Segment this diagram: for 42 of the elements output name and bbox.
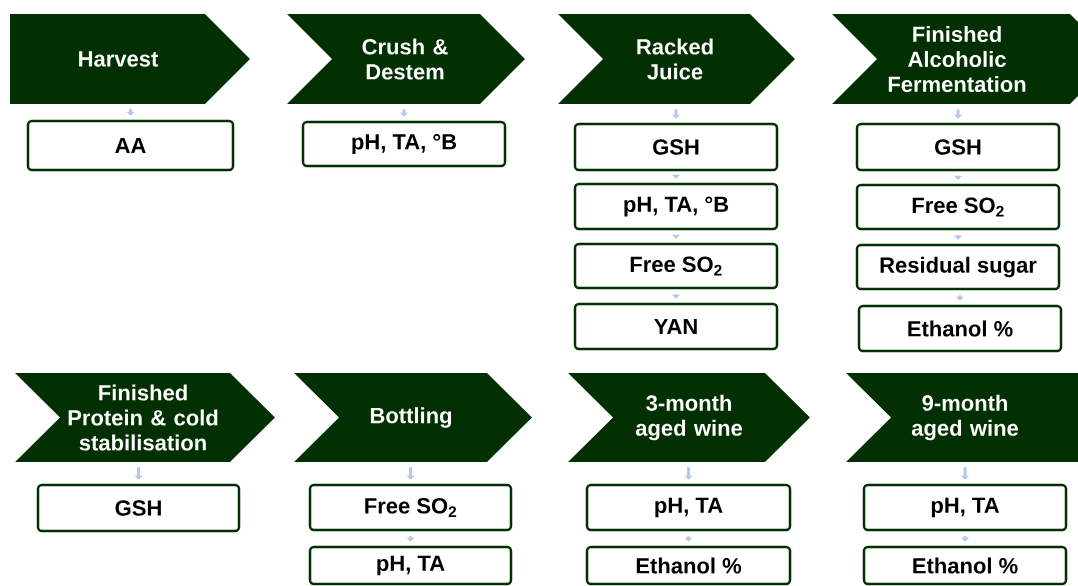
arrow — [672, 234, 680, 239]
stage-header: Finished Protein & cold stabilisation — [15, 373, 275, 462]
text-box: Ethanol % — [585, 545, 792, 586]
text-box: GSH — [573, 122, 779, 172]
text-box: Residual sugar — [855, 243, 1061, 291]
arrow — [672, 174, 680, 179]
arrow — [672, 109, 680, 119]
arrow — [127, 109, 134, 116]
text-box: pH, TA, °B — [573, 182, 779, 231]
arrow — [135, 467, 142, 480]
stage-header: 9-month aged wine — [846, 373, 1078, 462]
arrow — [954, 175, 962, 180]
text-box: Free SO$_{2}$ — [573, 242, 779, 290]
text-box: AA — [26, 119, 235, 172]
text-box: Ethanol % — [862, 545, 1068, 586]
text-box: pH, TA — [862, 483, 1068, 532]
text-box: pH, TA, °B — [301, 120, 507, 168]
text-box: GSH — [855, 122, 1061, 172]
stage-header: Crush & Destem — [287, 14, 525, 104]
arrow — [407, 467, 414, 480]
arrow — [400, 109, 408, 117]
stage-header: Finished Alcoholic Fermentation — [832, 14, 1078, 104]
stage-header: Harvest — [10, 14, 250, 104]
text-box: Free SO$_{2}$ — [308, 483, 513, 532]
arrow — [407, 536, 414, 542]
arrow — [961, 467, 969, 480]
text-box: GSH — [36, 483, 241, 533]
arrow — [685, 536, 692, 542]
arrow — [954, 109, 962, 119]
text-box: Ethanol % — [857, 304, 1063, 353]
arrow — [954, 235, 962, 240]
stage-header: 3-month aged wine — [568, 373, 810, 462]
text-box: pH, TA — [585, 483, 792, 532]
text-box: Free SO$_{2}$ — [855, 183, 1061, 231]
text-box: pH, TA — [308, 545, 513, 586]
text-box: YAN — [573, 302, 779, 351]
arrow — [961, 536, 969, 542]
stage-header: Bottling — [294, 373, 532, 462]
arrow — [685, 467, 692, 480]
arrow — [956, 295, 964, 301]
arrow — [672, 294, 680, 299]
stage-header: Racked Juice — [558, 14, 795, 104]
